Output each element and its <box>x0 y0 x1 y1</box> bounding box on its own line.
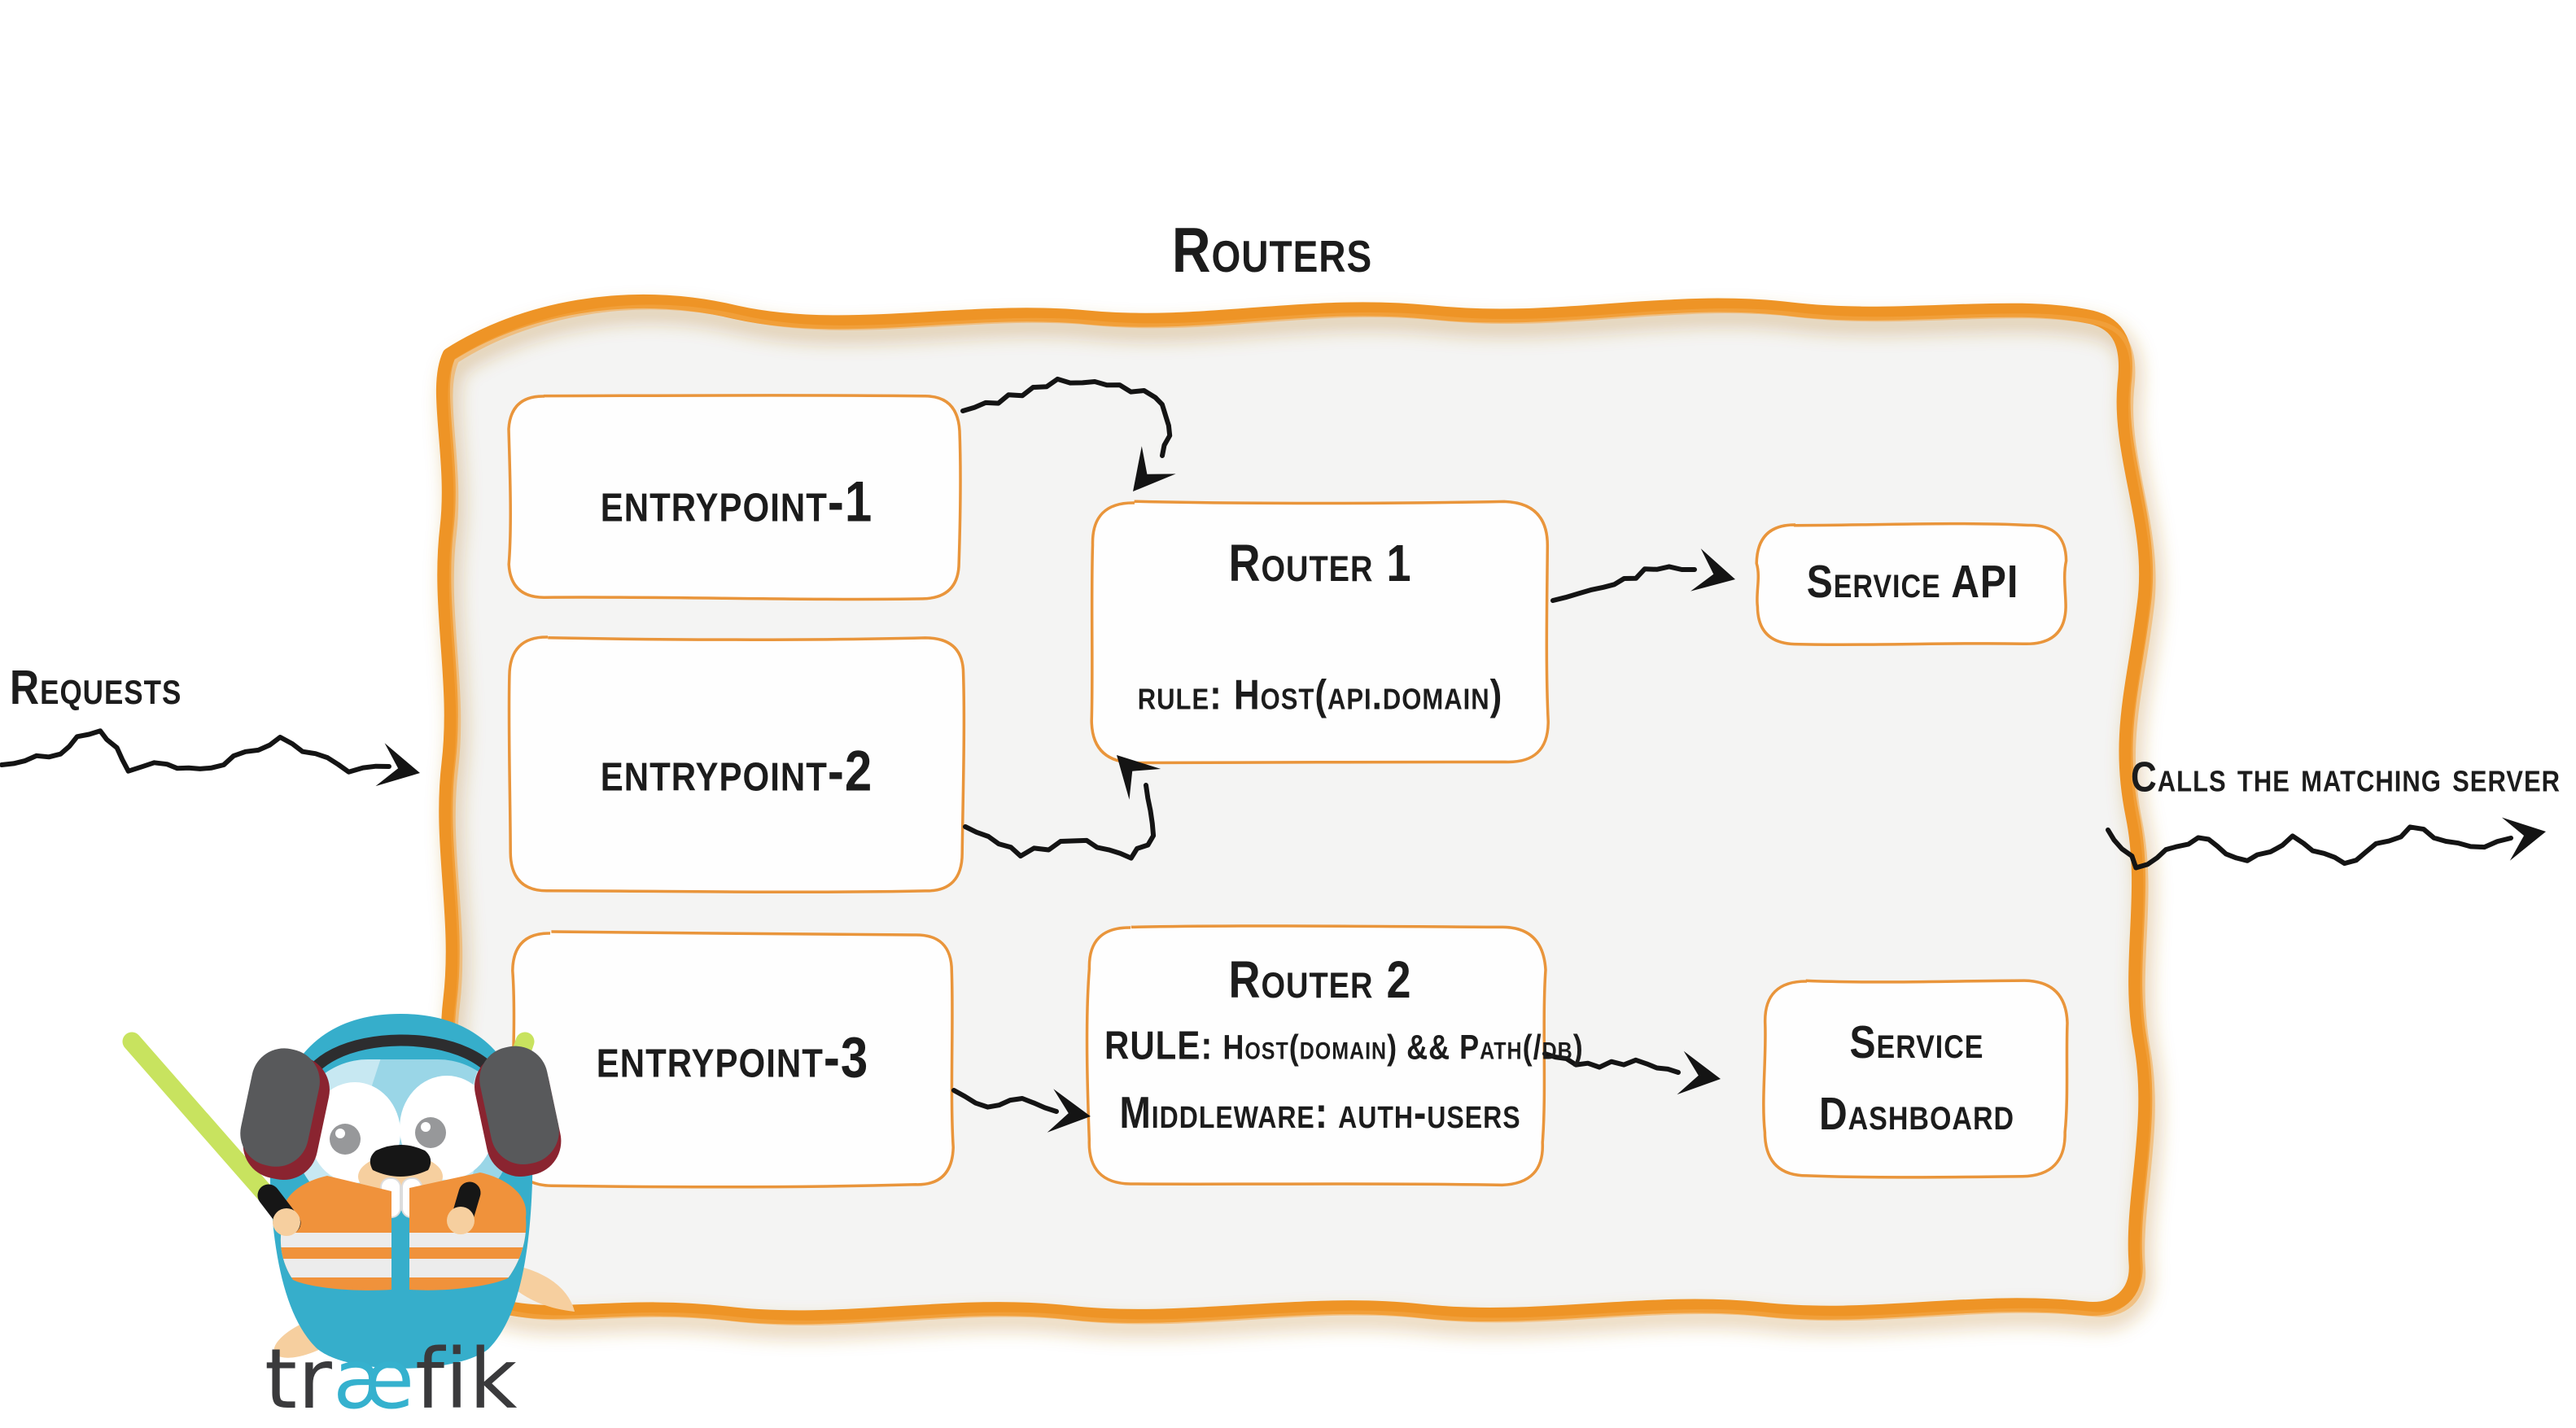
arrow-requests <box>0 728 420 787</box>
page-title: Routers <box>1171 214 1373 286</box>
router-2-middleware: Middleware:auth-users <box>1104 1087 1536 1138</box>
arrow-requests-head <box>375 743 420 787</box>
service-dashboard-box <box>1762 979 2069 1179</box>
router-2-rule-label: RULE: <box>1104 1022 1214 1068</box>
right-pupil <box>415 1117 446 1148</box>
arrow-entrypoint-3-to-router-2-head <box>1047 1089 1091 1133</box>
traefik-gopher-mascot-icon <box>122 1014 575 1369</box>
entrypoint-3-label: entrypoint-3 <box>596 1024 869 1090</box>
router-2-middleware-label: Middleware: <box>1119 1087 1329 1138</box>
arrow-router-2-to-service-dashboard <box>1542 1050 1721 1095</box>
arrow-entrypoint-1-to-router-1-head <box>1133 446 1176 491</box>
mascot-left-hand <box>273 1208 300 1236</box>
router-1-title: Router 1 <box>1228 535 1412 593</box>
mascot-right-hand <box>447 1207 475 1234</box>
mascot-nose <box>370 1145 431 1177</box>
left-pupil-highlight <box>335 1129 345 1138</box>
entrypoint-2-label: entrypoint-2 <box>600 738 873 804</box>
router-1-rule: rule:Host(api.domain) <box>1100 671 1540 720</box>
router-1-rule-label: rule: <box>1137 671 1222 719</box>
arrow-router-1-to-service-api <box>1550 548 1735 603</box>
entrypoint-1-box <box>507 394 962 601</box>
arrow-entrypoint-2-to-router-1 <box>963 755 1161 861</box>
requests-label: Requests <box>10 660 182 714</box>
wordmark-ae: æ <box>332 1331 416 1428</box>
left-glow-stick-icon <box>122 1032 293 1224</box>
router-1-box <box>1090 500 1550 765</box>
calls-matching-server-label: Calls the matching server <box>2131 753 2561 801</box>
router-2-rule-value: Host(domain) && Path(/db) <box>1222 1027 1584 1067</box>
router-2-middleware-value: auth-users <box>1338 1087 1521 1138</box>
arrow-entrypoint-1-to-router-1 <box>960 376 1176 491</box>
entrypoint-2-box <box>507 635 966 894</box>
diagram-boxes <box>507 394 2069 1189</box>
router-1-rule-value: Host(api.domain) <box>1233 671 1503 719</box>
right-pupil-highlight <box>421 1122 431 1132</box>
right-ear-cup-icon <box>475 1046 562 1177</box>
router-2-title: Router 2 <box>1228 951 1412 1010</box>
service-dashboard-label-line2: Dashboard <box>1818 1089 2015 1140</box>
arrow-router-1-to-service-api-head <box>1690 548 1735 592</box>
left-ear-cup-icon <box>240 1048 330 1181</box>
left-pupil <box>330 1124 361 1155</box>
arrow-entrypoint-2-to-router-1-head <box>1117 755 1161 800</box>
entrypoint-1-label: entrypoint-1 <box>600 469 873 535</box>
service-api-label: Service API <box>1806 557 2019 608</box>
service-api-box <box>1755 522 2068 647</box>
router-2-box <box>1085 924 1547 1187</box>
arrow-entrypoint-3-to-router-2 <box>951 1088 1091 1133</box>
mascot-tail <box>510 1266 575 1312</box>
wordmark-pre: tr <box>265 1331 333 1428</box>
diagram-arrows <box>0 376 2546 1133</box>
arrow-router-2-to-service-dashboard-head <box>1677 1050 1721 1095</box>
wordmark-post: fik <box>415 1331 518 1428</box>
arrow-calls-matching-server-head <box>2501 817 2546 861</box>
service-dashboard-label-line1: Service <box>1849 1017 1984 1068</box>
router-2-rule: RULE:Host(domain) && Path(/db) <box>1104 1022 1583 1069</box>
traefik-wordmark: træfik <box>265 1338 518 1421</box>
arrow-calls-matching-server <box>2106 817 2546 871</box>
